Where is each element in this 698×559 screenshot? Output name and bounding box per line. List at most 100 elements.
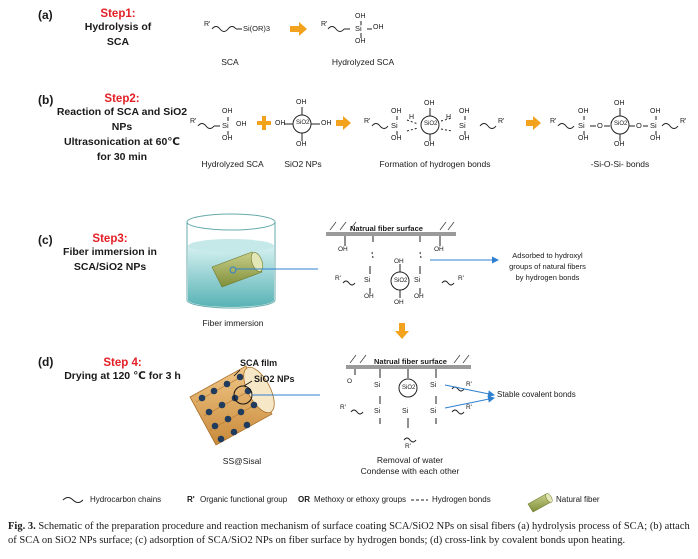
chem-si: Si — [355, 24, 362, 33]
chem-si: Si — [414, 277, 421, 284]
chem-o: O — [636, 121, 642, 130]
step2-block: Step2: Reaction of SCA and SiO2 NPs Ultr… — [52, 93, 192, 165]
annotation-line: by hydrogen bonds — [515, 273, 580, 282]
step-desc-line: Hydrolysis of SCA — [84, 21, 152, 48]
panel-d-label: (d) — [38, 355, 54, 369]
orange-arrow — [290, 22, 307, 36]
step-desc-line: SCA/SiO2 NPs — [73, 261, 147, 273]
chem-r: R' — [204, 21, 211, 28]
annotation-d: Stable covalent bonds — [497, 390, 576, 399]
chem-r: R' — [340, 404, 346, 411]
chem-oh: OH — [578, 108, 589, 115]
chem-si: Si — [430, 408, 437, 415]
natural-fiber-symbol — [527, 493, 553, 513]
legend-symbol-or: OR — [298, 495, 310, 504]
caption-sio2-nps: SiO2 NPs — [284, 159, 322, 169]
chem-oh: OH — [394, 258, 404, 265]
chem-oh: OH — [424, 141, 435, 148]
chem-si: Si — [578, 121, 585, 130]
step-desc-line: Ultrasonication at 60℃ — [64, 136, 180, 148]
chem-oh: OH — [424, 100, 435, 107]
chem-oh: OH — [296, 141, 307, 148]
chem-oh: OH — [321, 120, 332, 127]
label-sca-film: SCA film — [240, 358, 278, 368]
ss-sisal-illustration — [189, 365, 275, 446]
chem-si: Si — [364, 277, 371, 284]
chem-si: Si — [222, 121, 229, 130]
chem-si: Si — [402, 408, 409, 415]
chem-si: Si — [430, 382, 437, 389]
chem-r: R' — [364, 118, 371, 125]
chem-h: H — [409, 114, 415, 121]
chem-oh: OH — [434, 246, 444, 253]
step-title: Step2: — [104, 93, 140, 105]
step-desc-line: Fiber immersion in — [63, 246, 157, 258]
chem-r: R' — [680, 118, 687, 125]
caption-hydrogen-bonds: Formation of hydrogen bonds — [379, 159, 491, 169]
caption-condensation: Removal of water Condense with each othe… — [355, 455, 465, 477]
chem-r: R' — [321, 21, 328, 28]
chem-oh: OH — [614, 141, 625, 148]
caption-fiber-immersion: Fiber immersion — [202, 318, 264, 328]
chem-oh: OH — [614, 100, 625, 107]
chem-formula-sca: Si(OR)3 — [243, 24, 271, 33]
chem-r: R' — [466, 381, 472, 388]
beaker-illustration — [186, 213, 276, 309]
chem-oh: OH — [355, 38, 366, 45]
hydrogen-bond-complex — [371, 108, 497, 141]
legend-natural-fiber: Natural fiber — [556, 495, 600, 504]
figure-caption: Fig. 3. Schematic of the preparation pro… — [8, 520, 690, 548]
chem-si: Si — [391, 121, 398, 130]
step-desc-line: Drying at 120 ℃ for 3 h — [64, 370, 181, 382]
chem-oh: OH — [391, 135, 402, 142]
fiber-surface-c — [326, 221, 456, 298]
hydrolyzed-sca-molecule — [327, 21, 372, 38]
chem-oh: OH — [236, 121, 247, 128]
chem-oh: OH — [296, 99, 307, 106]
chem-oh: OH — [275, 120, 286, 127]
fiber-surface-d — [346, 354, 471, 443]
legend-methoxy: Methoxy or ethoxy groups — [314, 495, 407, 504]
step1-block: Step1: Hydrolysis of SCA — [73, 8, 163, 50]
chem-oh: OH — [650, 108, 661, 115]
chem-sio2: SiO2 — [424, 121, 438, 127]
caption-hydrolyzed-sca: Hydrolyzed SCA — [201, 159, 264, 169]
hydrolyzed-sca-molecule — [197, 117, 229, 135]
panel-a-label: (a) — [38, 8, 53, 22]
chem-r: R' — [498, 118, 505, 125]
figure-caption-label: Fig. 3. — [8, 521, 36, 532]
chem-si: Si — [650, 121, 657, 130]
chem-sio2: SiO2 — [394, 278, 408, 284]
step-title: Step 4: — [103, 357, 142, 369]
chem-r: R' — [405, 443, 411, 450]
hydrocarbon-chain-symbol — [62, 497, 84, 503]
sio2-nanoparticle — [284, 107, 320, 141]
chem-oh: OH — [338, 246, 348, 253]
caption-line: Removal of water — [376, 455, 444, 465]
caption-line: Condense with each other — [360, 466, 460, 476]
orange-down-arrow — [395, 323, 409, 339]
chem-r: R' — [458, 275, 464, 282]
plus-icon — [257, 116, 271, 130]
label-sio2-nps: SiO2 NPs — [254, 374, 295, 384]
step3-block: Step3: Fiber immersion in SCA/SiO2 NPs — [55, 233, 165, 275]
step-title: Step3: — [92, 233, 128, 245]
annotation-line: Adsorbed to hydroxyl — [512, 251, 583, 260]
chem-oh: OH — [222, 135, 233, 142]
panel-c-label: (c) — [38, 233, 53, 247]
annotation-line: groups of natural fibers — [509, 262, 586, 271]
annotation-c: Adsorbed to hydroxyl groups of natural f… — [500, 250, 595, 283]
chem-oh: OH — [459, 108, 470, 115]
caption-hydrolyzed-sca: Hydrolyzed SCA — [331, 57, 395, 67]
chem-oh: OH — [373, 24, 384, 31]
step4-block: Step 4: Drying at 120 ℃ for 3 h — [60, 357, 185, 384]
caption-si-o-si-bonds: -Si-O-Si- bonds — [590, 159, 650, 169]
chem-r: R' — [466, 404, 472, 411]
legend-organic-group: Organic functional group — [200, 495, 288, 504]
caption-sca: SCA — [221, 57, 239, 67]
surface-label-c: Natrual fiber surface — [350, 224, 423, 233]
panel-b-label: (b) — [38, 93, 54, 107]
chem-si: Si — [459, 121, 466, 130]
